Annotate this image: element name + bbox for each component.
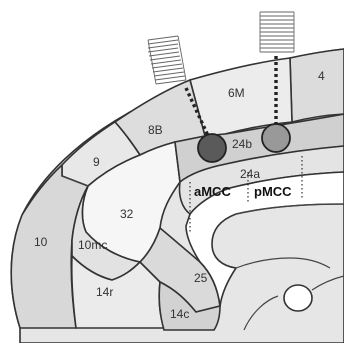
label-region-10: 10 [34, 235, 48, 249]
label-region-24b: 24b [232, 137, 252, 151]
label-region-6m: 6M [228, 86, 245, 100]
region-4 [290, 49, 344, 122]
coil-icon-anterior [148, 36, 186, 84]
label-region-8b: 8B [148, 123, 163, 137]
label-region-14c: 14c [170, 307, 189, 321]
label-amcc: aMCC [194, 184, 231, 199]
label-region-10mc: 10mc [78, 238, 107, 252]
label-region-32: 32 [120, 207, 134, 221]
target-pmcc-marker [262, 124, 290, 152]
label-region-4: 4 [318, 69, 325, 83]
coil-icon-posterior [260, 12, 294, 52]
label-region-14r: 14r [96, 285, 113, 299]
target-amcc-marker [198, 134, 226, 162]
label-region-24a: 24a [240, 167, 260, 181]
label-region-9: 9 [93, 155, 100, 169]
label-region-25: 25 [194, 271, 208, 285]
label-pmcc: pMCC [254, 184, 292, 199]
anterior-commissure [284, 285, 312, 311]
